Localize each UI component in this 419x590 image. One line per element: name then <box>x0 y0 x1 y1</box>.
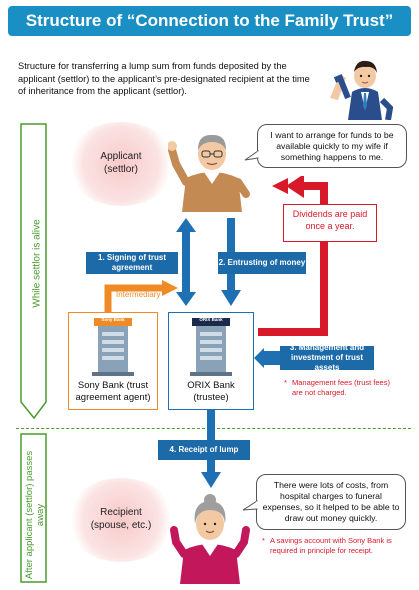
sony-bank-building <box>92 318 134 376</box>
recipient-note-bullet: * <box>262 536 265 545</box>
sony-bank-label: Sony Bank (trust agreement agent) <box>75 380 151 403</box>
dividend-arrowhead <box>272 178 288 194</box>
presenter-illustration <box>330 60 394 120</box>
intermediary-label: Intermediary <box>116 290 161 299</box>
applicant-illustration <box>168 134 250 212</box>
page-title: Structure of “Connection to the Family T… <box>8 6 411 36</box>
orix-bank-label: ORIX Bank (trustee) <box>187 380 235 403</box>
phase-bracket-alive <box>20 123 47 420</box>
recipient-note: A savings account with Sony Bank is requ… <box>270 536 392 555</box>
recipient-label: Recipient (spouse, etc.) <box>90 507 152 531</box>
step1-arrow <box>176 218 196 306</box>
recipient-illustration <box>170 494 250 584</box>
dividend-arrow <box>258 176 328 336</box>
phase-bracket-after <box>20 433 47 583</box>
recipient-bubble-tail <box>242 500 258 511</box>
intro-text: Structure for transferring a lump sum fr… <box>18 61 310 96</box>
phase-label-alive: While settlor is alive <box>31 219 43 308</box>
fees-note-bullet: * <box>284 378 287 387</box>
phase-label-after: After applicant (settlor) passes away <box>24 450 46 580</box>
fees-note: Management fees (trust fees) are not cha… <box>292 378 390 397</box>
step3-label: 3. Management and investment of trust as… <box>280 343 374 372</box>
step4-label: 4. Receipt of lump <box>158 440 250 460</box>
applicant-speech-bubble: I want to arrange for funds to be availa… <box>257 124 407 168</box>
recipient-highlight <box>66 478 176 562</box>
dividend-note: Dividends are paid once a year. <box>283 204 377 242</box>
orix-bank-sign: ORIX Bank <box>199 317 223 322</box>
applicant-label: Applicant (settlor) <box>100 151 142 175</box>
intermediary-arrow <box>104 280 178 314</box>
step2-label: 2. Entrusting of money <box>218 252 306 274</box>
sony-bank-sign: Sony Bank <box>101 317 125 322</box>
orix-bank-building <box>190 318 232 376</box>
step3-arrow <box>254 348 282 368</box>
recipient-speech-bubble: There were lots of costs, from hospital … <box>256 474 406 530</box>
applicant-highlight <box>66 122 176 206</box>
applicant-bubble-tail <box>244 150 259 161</box>
step1-label: 1. Signing of trust agreement <box>86 252 178 274</box>
